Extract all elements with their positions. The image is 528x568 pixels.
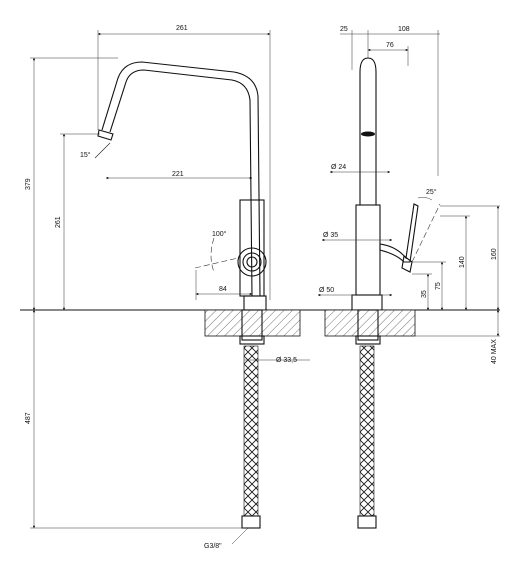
- dim-33-5: Ø 33,5: [276, 357, 297, 364]
- dim-84: 84: [219, 286, 227, 293]
- dim-thread: G3/8": [204, 543, 222, 550]
- handle-ring-outer: [237, 247, 267, 277]
- spout-outer: [101, 61, 261, 297]
- side-body: [355, 204, 381, 296]
- dim-35: 35: [421, 290, 428, 298]
- hose-front: [243, 345, 259, 517]
- dim-100deg: 100°: [212, 230, 227, 238]
- mount-shank-side: [357, 309, 379, 341]
- dim-108: 108: [398, 26, 410, 33]
- angle-marker: [94, 142, 111, 159]
- dim-d24: Ø 24: [331, 164, 346, 171]
- lever-arc: [210, 237, 215, 273]
- dim-25deg: 25°: [426, 188, 437, 196]
- dim-221: 221: [172, 171, 184, 178]
- dim-75: 75: [435, 282, 442, 290]
- dim-40max: 40 MAX: [491, 339, 498, 364]
- spout-inner: [109, 69, 253, 297]
- hose-fitting-front: [241, 515, 261, 529]
- handle-ring-mid: [242, 252, 262, 272]
- hose-fitting-side: [357, 515, 377, 529]
- mount-nut-side: [355, 335, 381, 345]
- dim-160: 160: [491, 248, 498, 260]
- mount-shank-front: [241, 309, 263, 341]
- side-base: [351, 294, 383, 311]
- dim-25: 25: [340, 26, 348, 33]
- tap-base: [243, 295, 267, 311]
- side-lever-dashed: [411, 203, 441, 263]
- dim-15deg: 15°: [80, 151, 91, 159]
- lever-angle-arc: [417, 197, 433, 201]
- side-lever: [379, 203, 419, 263]
- dim-487: 487: [25, 412, 32, 424]
- lever-dashed: [194, 257, 239, 269]
- dim-d50: Ø 50: [319, 287, 334, 294]
- hose-side: [359, 345, 375, 517]
- counter-section-front: [204, 309, 301, 337]
- handle-ring-inner: [246, 256, 258, 268]
- side-aerator: [361, 131, 375, 137]
- dim-261-top: 261: [176, 25, 188, 32]
- dim-261-side: 261: [55, 216, 62, 228]
- counter-section-side: [324, 309, 416, 337]
- mount-nut-front: [239, 335, 265, 345]
- dim-140: 140: [459, 256, 466, 268]
- dim-76: 76: [386, 42, 394, 49]
- front-view: 261 379 261 221 15° 100° 84 487 Ø 33,5 G…: [20, 25, 500, 550]
- side-lever-cap: [401, 255, 413, 273]
- side-view: 25 108 76 Ø 24 Ø 35 Ø 50 25° 160 140 75 …: [317, 26, 500, 529]
- nozzle: [97, 129, 114, 141]
- dim-d35: Ø 35: [323, 232, 338, 239]
- dim-379: 379: [25, 178, 32, 190]
- leader-thread: [231, 527, 249, 545]
